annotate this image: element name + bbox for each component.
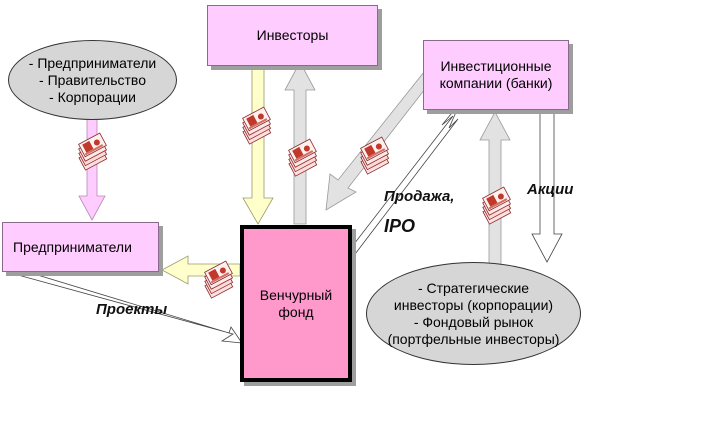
arrow-fund-to-inv-companies-sale [335, 102, 461, 272]
money-bundle-icon [72, 132, 113, 171]
arrow-entrepreneurs-to-fund-projects [17, 269, 243, 344]
venture-fund-box: Венчурный фонд [240, 225, 352, 382]
arrow-inv-companies-to-strategic-shares [531, 111, 563, 263]
arrow-fund-to-investors [284, 61, 316, 225]
money-bundle-icon [476, 186, 517, 225]
investors-box: Инвесторы [207, 5, 378, 66]
shares-label: Акции [527, 181, 574, 198]
projects-label: Проекты [96, 301, 168, 318]
inv-companies-label: Инвестиционные компании (банки) [439, 58, 553, 91]
arrow-investors-to-fund [242, 67, 274, 225]
venture-fund-label: Венчурный фонд [259, 286, 333, 320]
sources-label: - Предприниматели - Правительство - Корп… [28, 54, 157, 105]
strategic-investors-label: - Стратегические инвесторы (корпорации) … [387, 279, 560, 347]
inv-companies-box: Инвестиционные компании (банки) [423, 40, 569, 110]
investors-label: Инвесторы [256, 27, 329, 43]
sources-oval: - Предприниматели - Правительство - Корп… [8, 40, 177, 120]
arrow-strategic-to-inv-companies [479, 111, 511, 269]
arrow-sources-to-entrepreneurs [78, 117, 106, 221]
strategic-investors-oval: - Стратегические инвесторы (корпорации) … [366, 262, 581, 365]
entrepreneurs-box: Предприниматели [2, 222, 159, 272]
ipo-label: IPO [384, 216, 416, 236]
money-bundle-icon [282, 138, 323, 177]
sale-label: Продажа, [384, 188, 455, 205]
entrepreneurs-label: Предприниматели [13, 238, 132, 255]
money-bundle-icon [236, 106, 277, 145]
